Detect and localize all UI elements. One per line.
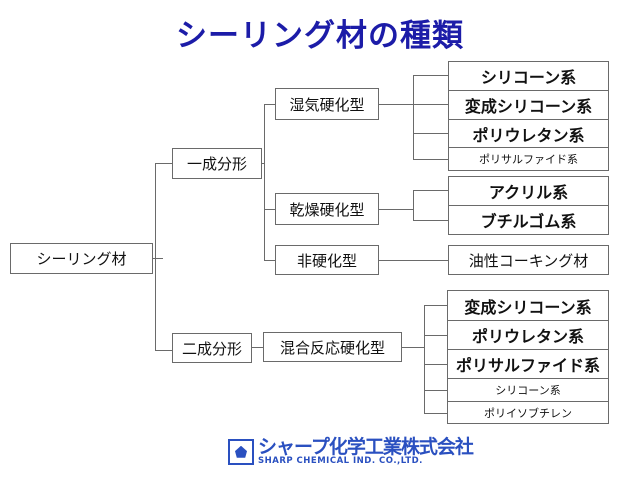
leaf-modified-silicone: 変成シリコーン系 [448, 90, 609, 120]
connector [155, 350, 172, 351]
connector [379, 209, 413, 210]
company-logo: シャープ化学工業株式会社 SHARP CHEMICAL IND. CO.,LTD… [228, 436, 474, 466]
connector [424, 364, 447, 365]
connector [413, 75, 448, 76]
leaf-acrylic: アクリル系 [448, 176, 609, 206]
connector [413, 104, 448, 105]
leaf-polyurethane-2: ポリウレタン系 [447, 320, 609, 350]
leaf-modified-silicone-2: 変成シリコーン系 [447, 290, 609, 321]
connector [413, 190, 414, 220]
connector [413, 133, 448, 134]
leaf-silicone-2: シリコーン系 [447, 378, 609, 402]
connector [424, 390, 447, 391]
connector [264, 104, 275, 105]
leaf-polyurethane: ポリウレタン系 [448, 119, 609, 148]
diagram-title: シーリング材の種類 [176, 18, 464, 54]
connector [413, 75, 414, 159]
connector [379, 104, 413, 105]
node-drying-curing: 乾燥硬化型 [275, 193, 379, 225]
connector [252, 347, 263, 348]
connector [264, 104, 265, 261]
node-one-component: 一成分形 [172, 148, 262, 179]
connector [413, 220, 448, 221]
leaf-polysulfide-2: ポリサルファイド系 [447, 349, 609, 379]
leaf-polysulfide: ポリサルファイド系 [448, 147, 609, 171]
company-name-jp: シャープ化学工業株式会社 [258, 436, 474, 458]
connector [424, 335, 447, 336]
connector [413, 159, 448, 160]
node-mixing-reaction-curing: 混合反応硬化型 [263, 332, 402, 362]
connector [424, 305, 425, 413]
leaf-silicone: シリコーン系 [448, 61, 609, 91]
node-non-curing: 非硬化型 [275, 245, 379, 275]
node-sealant: シーリング材 [10, 243, 153, 274]
connector [264, 260, 275, 261]
connector [262, 163, 265, 164]
connector [153, 258, 163, 259]
connector [413, 190, 448, 191]
node-two-component: 二成分形 [172, 333, 252, 363]
connector [402, 347, 424, 348]
leaf-butyl-rubber: ブチルゴム系 [448, 205, 609, 235]
connector [424, 305, 447, 306]
node-moisture-curing: 湿気硬化型 [275, 88, 379, 120]
connector [155, 163, 156, 351]
company-name-en: SHARP CHEMICAL IND. CO.,LTD. [258, 456, 423, 466]
leaf-polyisobutylene: ポリイソブチレン [447, 401, 609, 424]
leaf-oil-caulk: 油性コーキング材 [448, 245, 609, 275]
connector [424, 413, 447, 414]
connector [379, 260, 448, 261]
connector [264, 209, 275, 210]
connector [155, 163, 172, 164]
company-logo-icon [228, 438, 254, 465]
